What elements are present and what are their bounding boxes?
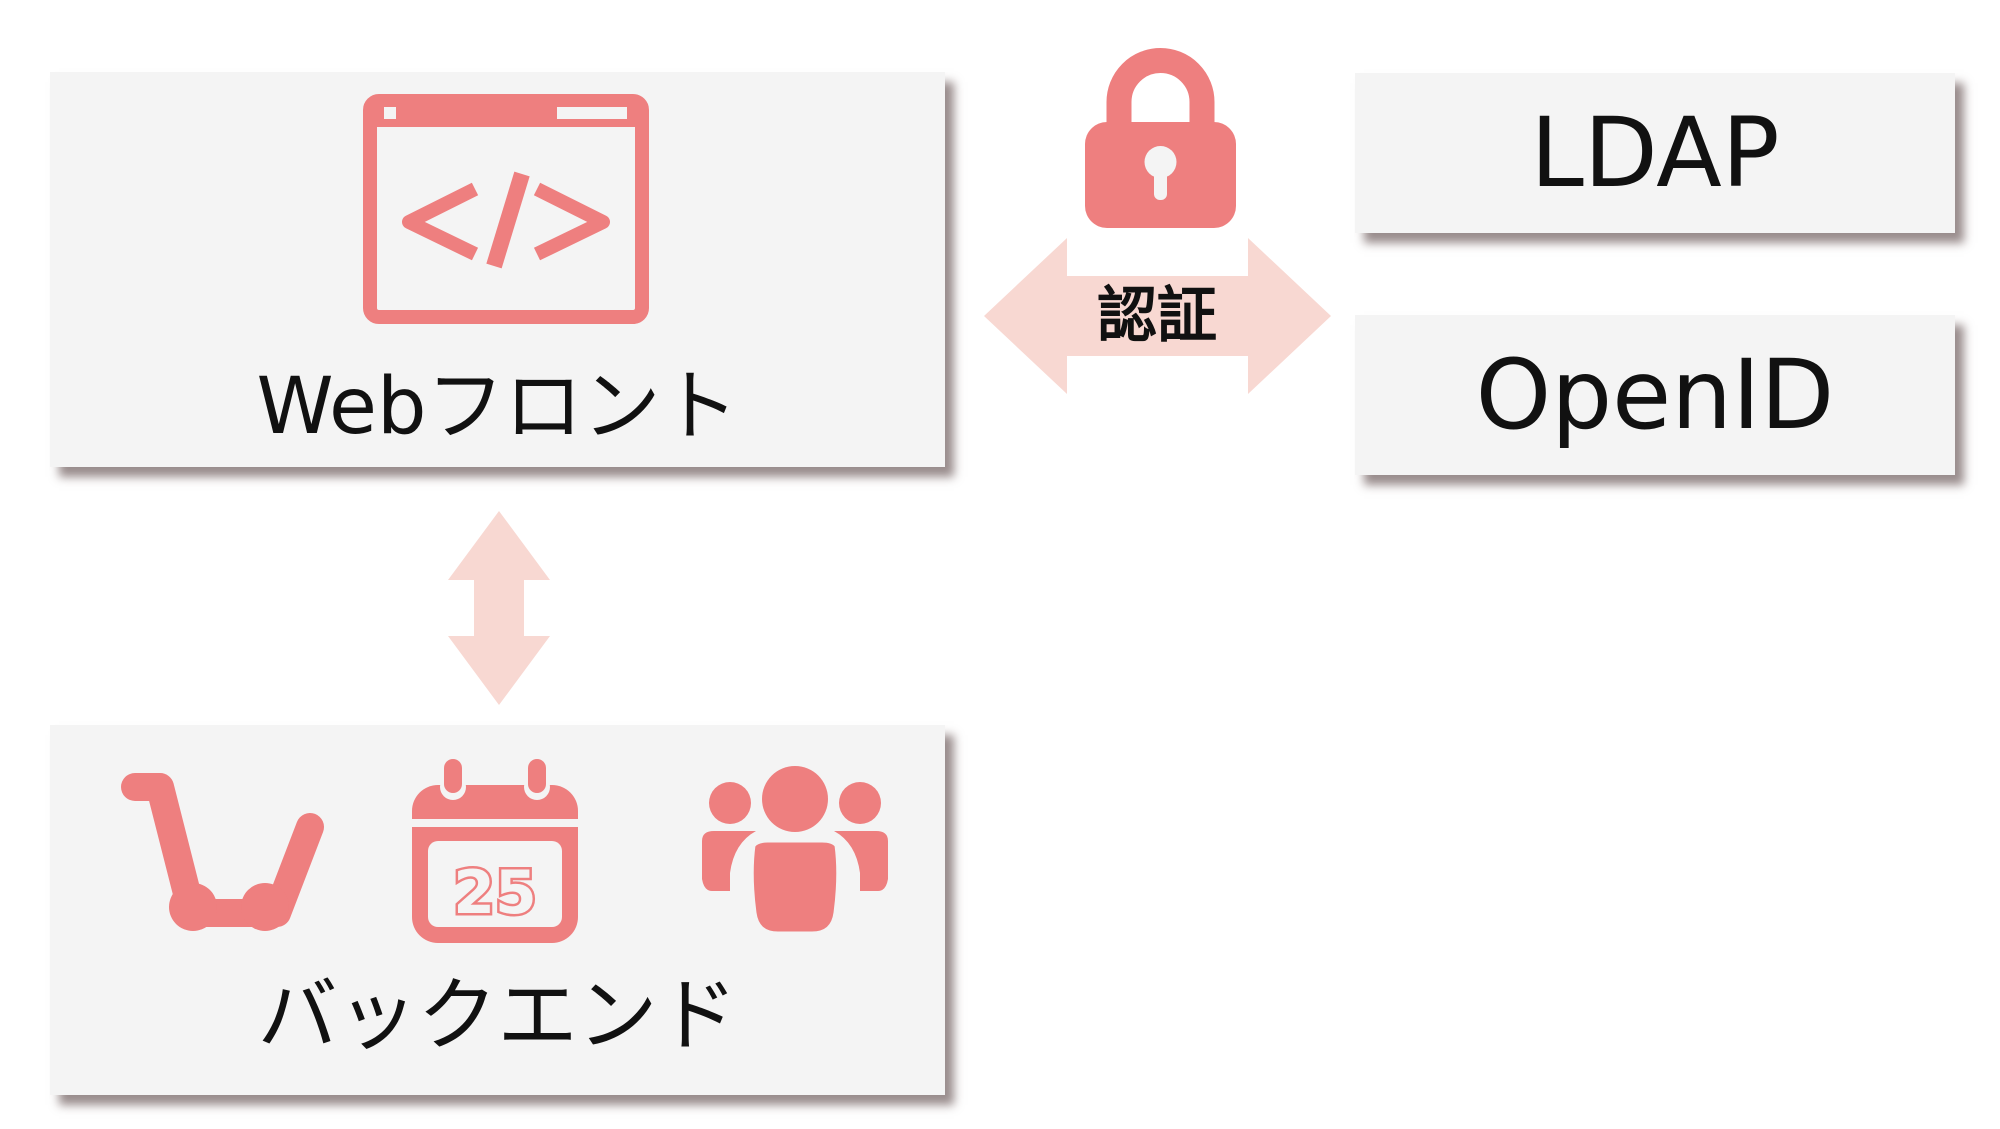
auth-arrow — [984, 238, 1331, 394]
web-front-label: Webフロント — [256, 362, 739, 452]
openid-box: OpenID — [1355, 315, 1955, 475]
backend-box: 25 バックエンド — [50, 725, 945, 1095]
code-window-icon — [363, 94, 649, 324]
user-group-icon — [702, 766, 888, 939]
calendar-icon: 25 — [412, 759, 578, 943]
shopping-cart-icon — [121, 773, 324, 931]
ldap-label: LDAP — [1530, 97, 1780, 209]
auth-label: 認証 — [1097, 281, 1217, 351]
calendar-day: 25 — [453, 858, 537, 928]
openid-label: OpenID — [1475, 339, 1835, 451]
ldap-box: LDAP — [1355, 73, 1955, 233]
web-front-box: Webフロント — [50, 72, 945, 467]
front-back-arrow — [448, 511, 550, 705]
backend-label: バックエンド — [257, 969, 738, 1062]
padlock-icon — [1085, 48, 1236, 228]
